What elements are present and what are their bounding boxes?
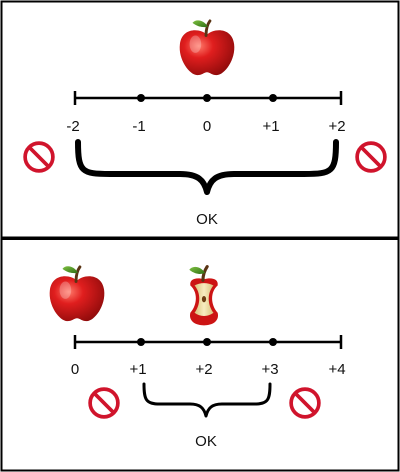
number-line [73, 335, 343, 349]
number-line-point [203, 338, 211, 346]
panel-bottom: 0 +1 +2 +3 +4 OK [0, 238, 400, 472]
tick-label: +2 [195, 361, 212, 378]
tick-label: +3 [261, 361, 278, 378]
number-line-point [137, 338, 145, 346]
ok-label: OK [195, 433, 217, 450]
tick-label: +1 [262, 118, 279, 135]
tick-label: +4 [328, 361, 345, 378]
tick-label: +2 [328, 118, 345, 135]
panel-top: -2 -1 0 +1 +2 OK [0, 0, 400, 239]
ok-brace [142, 382, 272, 418]
number-line-point [269, 94, 277, 102]
tick-label: 0 [203, 118, 211, 135]
ok-label: OK [196, 211, 218, 228]
tick-label: 0 [71, 361, 79, 378]
number-line [73, 91, 343, 105]
number-line-point [137, 94, 145, 102]
number-line-point [203, 94, 211, 102]
tick-label: -1 [132, 118, 145, 135]
ok-brace [75, 139, 339, 195]
tick-label: -2 [66, 118, 79, 135]
number-line-point [269, 338, 277, 346]
tick-label: +1 [129, 361, 146, 378]
